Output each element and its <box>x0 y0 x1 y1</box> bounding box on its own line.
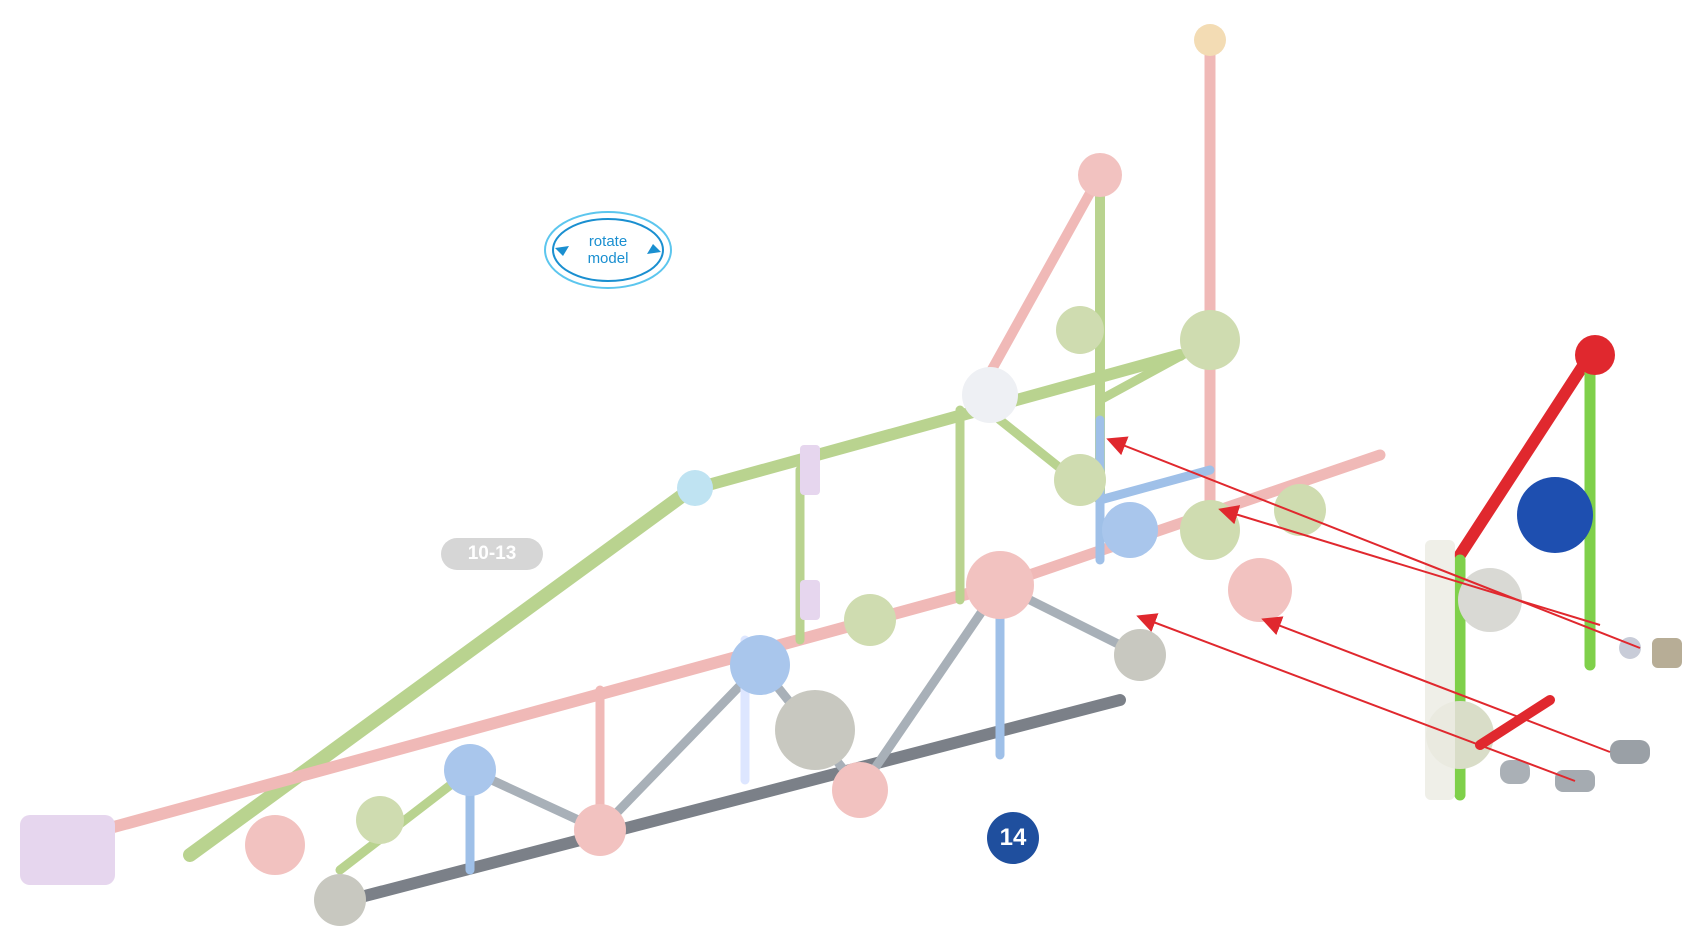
insertion-arrows <box>1106 436 1641 782</box>
rotate-label-line2: model <box>587 250 629 267</box>
rotate-label-line1: rotate <box>588 233 628 250</box>
rotate-model-label: rotate model <box>541 208 675 292</box>
rotate-model-badge: rotate model <box>541 208 675 292</box>
bottom-beam <box>324 694 1126 911</box>
step-number-badge: 14 <box>987 812 1039 864</box>
new-parts <box>1425 335 1682 801</box>
previous-steps-label: 10-13 <box>441 538 543 570</box>
tower <box>955 24 1216 605</box>
connectors <box>20 24 1326 926</box>
rotate-arrows-icon <box>544 211 672 289</box>
